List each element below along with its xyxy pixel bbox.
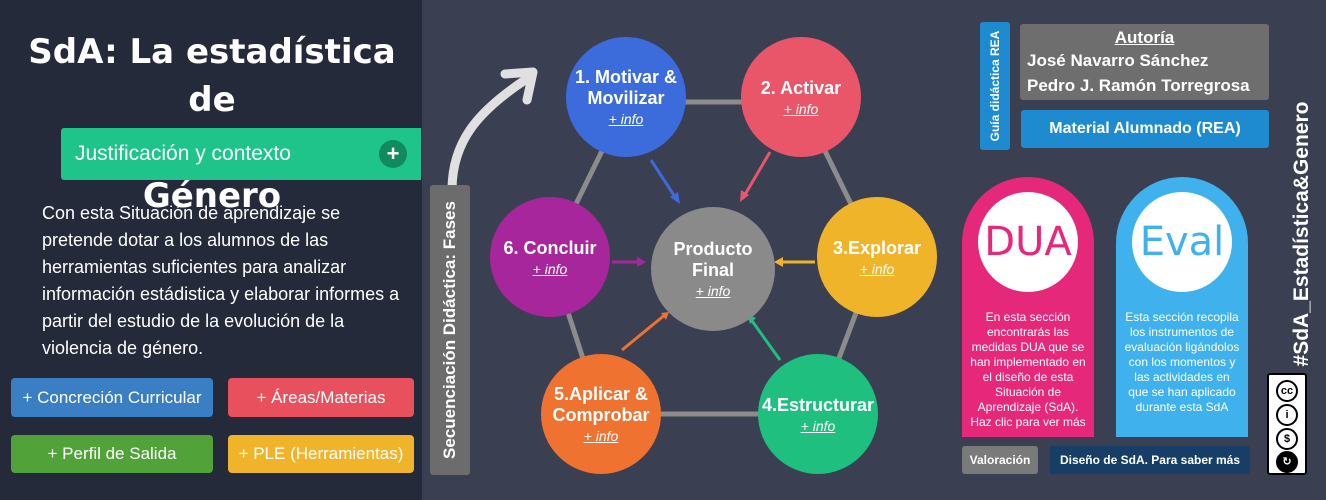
justificacion-label: Justificación y contexto [75, 142, 291, 165]
producto-info-link[interactable]: + info [695, 283, 731, 299]
dua-text: En esta sección encontrarás las medidas … [970, 310, 1086, 429]
phase-info-link[interactable]: + info [800, 417, 836, 434]
phase-aplicar[interactable]: 5.Aplicar & Comprobar + info [541, 354, 661, 474]
hashtag-label: #SdA_Estadística&Genero [1282, 100, 1322, 368]
secuenciacion-text: Secuenciación Didáctica: Fases [440, 201, 459, 459]
phase-info-link[interactable]: + info [608, 111, 644, 127]
by-icon: i [1276, 404, 1298, 426]
perfil-salida-button[interactable]: + Perfil de Salida [11, 435, 213, 473]
phase-title: 5.Aplicar & [553, 384, 649, 404]
eval-icon: Eval [1132, 192, 1232, 292]
nc-icon: $ [1276, 428, 1298, 450]
description-text: Con esta Situación de aprendizaje se pre… [42, 203, 400, 358]
phase-title: 3.Explorar [832, 237, 922, 258]
eval-text: Esta sección recopila los instrumentos d… [1124, 310, 1240, 414]
producto-final[interactable]: Producto Final + info [651, 207, 775, 331]
producto-title: Final [691, 260, 734, 280]
left-panel: SdA: La estadística de la Violencia de G… [0, 0, 422, 500]
phase-explorar[interactable]: 3.Explorar + info [817, 197, 937, 317]
arrow-head-icon [500, 67, 538, 105]
phase-activar[interactable]: 2. Activar + info [741, 37, 861, 157]
secuenciacion-label: Secuenciación Didáctica: Fases [430, 185, 470, 475]
material-alumnado-button[interactable]: Material Alumnado (REA) [1021, 110, 1269, 148]
autoria-heading: Autoría [1114, 28, 1175, 47]
phase-title: 4.Estructurar [761, 394, 875, 415]
dua-card[interactable]: DUA En esta sección encontrarás las medi… [962, 177, 1094, 437]
producto-title: Producto [673, 239, 753, 259]
areas-materias-button[interactable]: + Áreas/Materias [228, 378, 414, 417]
guia-didactica-button[interactable]: Guía didáctica REA [980, 22, 1010, 150]
phase-info-link[interactable]: + info [783, 100, 819, 117]
phase-info-link[interactable]: + info [532, 260, 568, 277]
phase-title: 1. Motivar & [574, 67, 678, 87]
phase-concluir[interactable]: 6. Concluir + info [490, 197, 610, 317]
phase-title: 2. Activar [760, 77, 842, 98]
dua-icon: DUA [978, 192, 1078, 292]
phase-info-link[interactable]: + info [583, 428, 619, 444]
justificacion-button[interactable]: Justificación y contexto + [61, 128, 421, 180]
phase-motivar[interactable]: 1. Motivar & Movilizar + info [566, 37, 686, 157]
guia-label: Guía didáctica REA [988, 30, 1002, 142]
license-badge[interactable]: cc i $ ↻ [1267, 373, 1307, 475]
author-name: Pedro J. Ramón Torregrosa [1027, 76, 1250, 95]
cc-icon: cc [1276, 380, 1298, 402]
phase-title: 6. Concluir [503, 237, 597, 258]
title-line-1: SdA: La estadística de [28, 32, 396, 120]
diseno-sda-button[interactable]: Diseño de SdA. Para saber más [1050, 446, 1250, 474]
author-name: José Navarro Sánchez [1027, 51, 1209, 70]
ple-herramientas-button[interactable]: + PLE (Herramientas) [228, 435, 414, 473]
phase-info-link[interactable]: + info [859, 260, 895, 277]
phase-estructurar[interactable]: 4.Estructurar + info [758, 354, 878, 474]
phase-title: Movilizar [587, 88, 665, 108]
plus-icon[interactable]: + [379, 140, 407, 168]
eval-card[interactable]: Eval Esta sección recopila los instrumen… [1116, 177, 1248, 437]
hashtag-text: #SdA_Estadística&Genero [1290, 101, 1313, 367]
valoracion-button[interactable]: Valoración [962, 446, 1038, 474]
autoria-box[interactable]: Autoría José Navarro Sánchez Pedro J. Ra… [1020, 24, 1269, 100]
phase-title: Comprobar [552, 405, 650, 425]
concrecion-curricular-button[interactable]: + Concreción Curricular [11, 378, 213, 417]
sa-icon: ↻ [1276, 451, 1298, 473]
curved-arrow-icon [447, 75, 530, 195]
